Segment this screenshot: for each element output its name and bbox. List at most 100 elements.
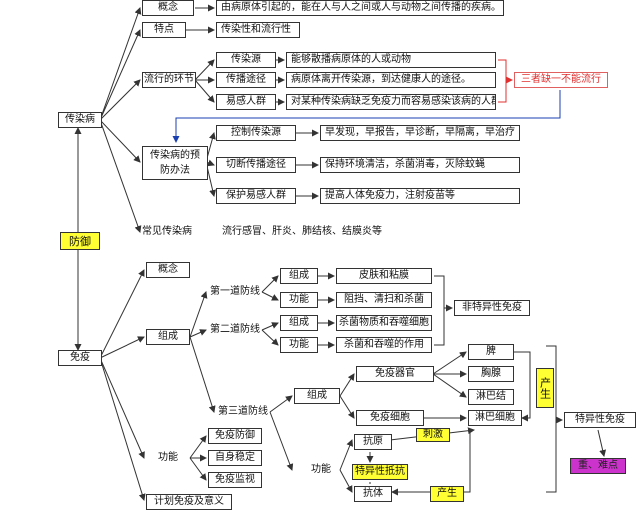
control-source-label: 控制传染源 <box>231 127 281 138</box>
second-line-comp-node: 组成 <box>280 315 318 331</box>
produce-label-2: 产生 <box>430 486 464 502</box>
third-line-label: 第三道防线 <box>218 406 268 417</box>
immune-defense-label: 免疫防御 <box>215 430 255 441</box>
stimulate-label: 刺激 <box>416 428 450 442</box>
second-line-func-node: 功能 <box>280 337 318 353</box>
traits-label: 特点 <box>154 24 174 35</box>
immune-cells-label: 免疫细胞 <box>370 412 410 423</box>
first-line-func-node: 功能 <box>280 292 318 308</box>
composition-node: 组成 <box>146 329 190 345</box>
cut-route-label: 切断传播途径 <box>226 159 286 170</box>
common-diseases-desc: 流行感冒、肝炎、肺结核、结膜炎等 <box>222 226 382 237</box>
epidemic-links-node: 流行的环节 <box>142 72 196 88</box>
immune-organs-label: 免疫器官 <box>375 368 415 379</box>
source-desc: 能够散播病原体的人或动物 <box>291 54 411 65</box>
third-line-node: 第三道防线 <box>214 404 272 420</box>
second-line-func-desc: 杀菌和吞噬的作用 <box>344 339 424 350</box>
antibody-label: 抗体 <box>363 488 383 499</box>
route-node: 传播途径 <box>216 72 276 88</box>
infectious-concept-label: 概念 <box>158 2 178 13</box>
first-line-node: 第一道防线 <box>206 284 264 300</box>
planned-immunity-label: 计划免疫及意义 <box>154 496 224 507</box>
protect-susceptible-text: 提高人体免疫力，注射疫苗等 <box>320 188 520 204</box>
susceptible-label: 易感人群 <box>226 96 266 107</box>
immune-surveillance-node: 免疫监视 <box>208 472 262 488</box>
composition-label: 组成 <box>158 331 178 342</box>
self-stability-node: 自身稳定 <box>208 450 262 466</box>
route-desc: 病原体离开传染源，到达健康人的途径。 <box>291 74 471 85</box>
spleen-node: 脾 <box>468 344 514 360</box>
traits-desc: 传染性和流行性 <box>221 24 291 35</box>
antibody-node: 抗体 <box>354 486 392 502</box>
common-diseases-node: 常见传染病 <box>142 224 204 240</box>
second-line-comp-label: 组成 <box>289 317 309 328</box>
lymphocytes-node: 淋巴细胞 <box>468 410 522 426</box>
infectious-concept-node: 概念 <box>142 0 194 16</box>
third-line-func-node: 功能 <box>302 462 340 478</box>
cut-route-text: 保持环境清洁，杀菌消毒，灭除蚊蝇 <box>320 157 520 173</box>
control-source-desc: 早发现，早报告，早诊断，早隔离，早治疗 <box>325 127 515 138</box>
immune-organs-node: 免疫器官 <box>356 366 434 382</box>
first-line-comp-text: 皮肤和粘膜 <box>336 268 432 284</box>
specific-resist-node: 特异性抵抗 <box>352 464 408 480</box>
immune-surveillance-label: 免疫监视 <box>215 474 255 485</box>
immunity-node: 免疫 <box>58 350 102 366</box>
immune-cells-node: 免疫细胞 <box>356 410 424 426</box>
produce-text-1: 产生 <box>538 377 552 399</box>
cut-route-node: 切断传播途径 <box>216 157 296 173</box>
susceptible-desc: 对某种传染病缺乏免疫力而容易感染该病的人群 <box>291 96 496 107</box>
route-label: 传播途径 <box>226 74 266 85</box>
self-stability-label: 自身稳定 <box>215 452 255 463</box>
lymph-node-node: 淋巴结 <box>468 389 514 405</box>
first-line-comp-desc: 皮肤和粘膜 <box>359 270 409 281</box>
second-line-comp-text: 杀菌物质和吞噬细胞 <box>336 315 432 331</box>
key-point-text: 重、难点 <box>578 460 618 471</box>
three-links-note: 三者缺一不能流行 <box>514 72 608 88</box>
source-label: 传染源 <box>231 54 261 65</box>
first-line-func-text: 阻挡、清扫和杀菌 <box>336 292 432 308</box>
nonspecific-immunity-node: 非特异性免疫 <box>454 300 530 316</box>
stimulate-text: 刺激 <box>423 429 443 440</box>
traits-node: 特点 <box>142 22 186 38</box>
planned-immunity-node: 计划免疫及意义 <box>146 494 232 510</box>
infectious-concept-desc: 由病原体引起的，能在人与人之间或人与动物之间传播的疾病。 <box>221 2 501 13</box>
thymus-label: 胸腺 <box>481 368 501 379</box>
first-line-comp-node: 组成 <box>280 268 318 284</box>
common-diseases-text: 流行感冒、肝炎、肺结核、结膜炎等 <box>222 224 402 240</box>
infectious-label: 传染病 <box>65 114 95 125</box>
immune-function-node: 功能 <box>146 450 190 466</box>
protect-susceptible-label: 保护易感人群 <box>226 190 286 201</box>
antigen-node: 抗原 <box>354 434 392 450</box>
first-line-comp-label: 组成 <box>289 270 309 281</box>
control-source-text: 早发现，早报告，早诊断，早隔离，早治疗 <box>320 125 520 141</box>
root-label: 防御 <box>69 234 91 248</box>
source-node: 传染源 <box>216 52 276 68</box>
specific-immunity-label: 特异性免疫 <box>575 414 625 425</box>
produce-text-2: 产生 <box>437 488 457 499</box>
root-node-defense: 防御 <box>60 232 100 250</box>
second-line-comp-desc: 杀菌物质和吞噬细胞 <box>339 317 429 328</box>
protect-susceptible-node: 保护易感人群 <box>216 188 296 204</box>
third-line-comp-node: 组成 <box>294 388 340 404</box>
common-diseases-label: 常见传染病 <box>142 226 192 237</box>
traits-text: 传染性和流行性 <box>216 22 300 38</box>
specific-immunity-node: 特异性免疫 <box>564 412 636 428</box>
immunity-concept-label: 概念 <box>158 264 178 275</box>
protect-susceptible-desc: 提高人体免疫力，注射疫苗等 <box>325 190 455 201</box>
immunity-concept-node: 概念 <box>146 262 190 278</box>
specific-resist-label: 特异性抵抗 <box>355 466 405 477</box>
second-line-node: 第二道防线 <box>206 322 264 338</box>
immunity-label: 免疫 <box>70 352 90 363</box>
produce-label-1: 产生 <box>536 368 554 408</box>
key-point-label: 重、难点 <box>570 458 626 474</box>
infectious-node: 传染病 <box>58 112 102 128</box>
second-line-label: 第二道防线 <box>210 324 260 335</box>
third-line-comp-label: 组成 <box>307 390 327 401</box>
route-text: 病原体离开传染源，到达健康人的途径。 <box>286 72 496 88</box>
prevention-label-line1: 传染病的预 <box>150 150 200 161</box>
immune-defense-node: 免疫防御 <box>208 428 262 444</box>
prevention-node: 传染病的预 防办法 <box>142 146 208 180</box>
immune-function-label: 功能 <box>158 452 178 463</box>
